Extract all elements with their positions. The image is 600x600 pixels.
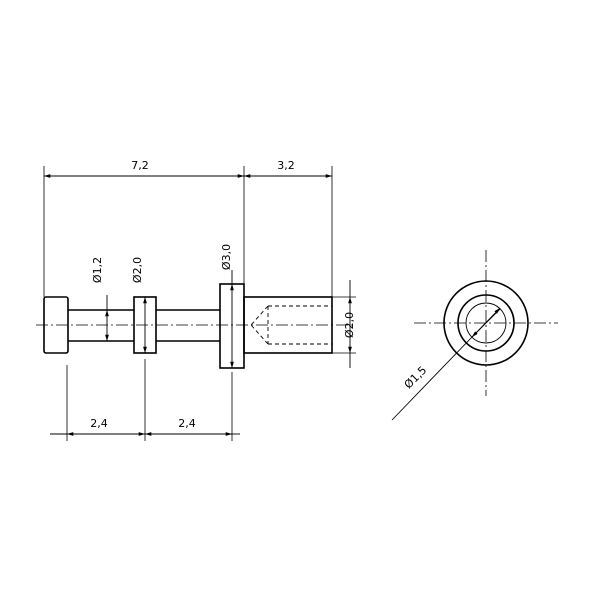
- dim-dia-tip: Ø2,0: [343, 312, 356, 338]
- pin-side-view: [43, 283, 333, 369]
- dim-dia-collar: Ø2,0: [131, 257, 144, 283]
- dim-overall-length: 7,2: [131, 159, 149, 172]
- dim-pitch-left: 2,4: [90, 417, 108, 430]
- dim-dia-flange: Ø3,0: [220, 244, 233, 270]
- dim-tip-length: 3,2: [277, 159, 295, 172]
- dim-dia-bore: Ø1,5: [402, 364, 430, 392]
- dim-dia-shaft: Ø1,2: [91, 257, 104, 283]
- dim-pitch-right: 2,4: [178, 417, 196, 430]
- dimension-lines: [44, 174, 352, 436]
- extension-lines: [43, 166, 356, 441]
- hidden-bore: [250, 305, 332, 345]
